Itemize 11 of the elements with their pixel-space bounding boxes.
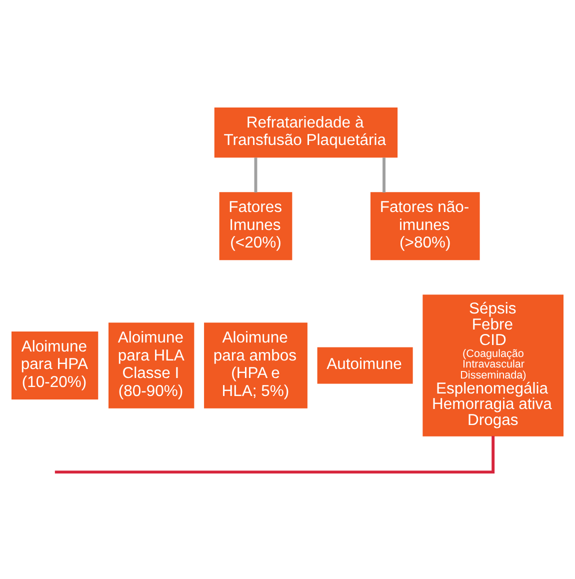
node-box: Autoimune: [317, 346, 413, 384]
node-box: Sépsis Febre CID (Coagulação Intravascular Disseminada) Esplenomegália Hemorragia ativa Drogas: [422, 294, 564, 436]
node-box: Refratariedade à Transfusão Plaquetária: [214, 106, 398, 158]
node-box: Aloimune para ambos (HPA e HLA; 5%): [204, 322, 308, 408]
connector: [254, 157, 258, 192]
node-box: Fatores Imunes (<20%): [219, 192, 292, 260]
node-box: Aloimune para HPA (10-20%): [12, 331, 98, 399]
node-box: Fatores não-imunes (>80%): [370, 192, 480, 260]
connector: [54, 435, 495, 474]
connector: [382, 157, 386, 192]
node-box: Aloimune para HLA Classe I (80-90%): [108, 322, 194, 408]
